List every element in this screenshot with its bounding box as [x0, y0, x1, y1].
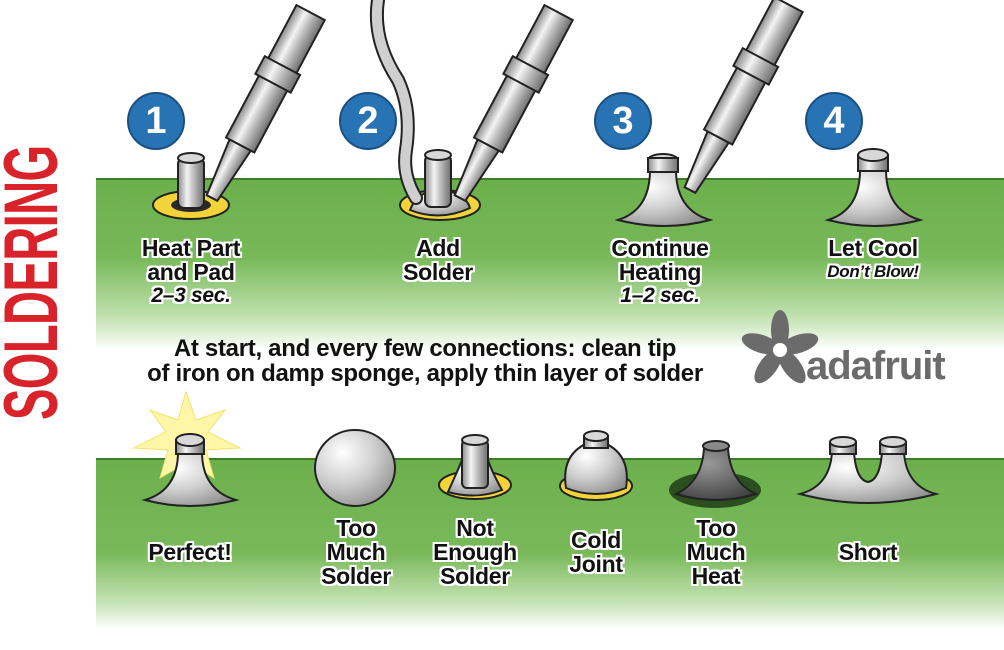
- step-3-duration: 1–2 sec.: [620, 284, 700, 307]
- step-2-caption: Add Solder: [338, 236, 538, 284]
- step2-illustration: [369, 0, 575, 221]
- step-4-caption: Let Cool Don’t Blow!: [773, 236, 973, 284]
- step-4-note: Don’t Blow!: [827, 262, 919, 281]
- brand-wordmark: adafruit: [806, 344, 946, 388]
- step1-illustration: [152, 3, 327, 220]
- example-perfect-label: Perfect!: [148, 539, 232, 565]
- example-too-much-solder-line1: Too: [336, 515, 376, 541]
- step-1-label-line1: Heat Part: [141, 235, 241, 261]
- step-1-duration: 2–3 sec.: [151, 284, 231, 307]
- example-too-much-solder: [314, 429, 396, 507]
- step-2-label-line1: Add: [416, 235, 460, 261]
- step-3-label-line1: Continue: [611, 235, 709, 261]
- example-cold-joint-line2: Joint: [569, 551, 623, 577]
- example-short-caption: Short: [768, 540, 968, 564]
- example-too-much-solder-line2: Much: [326, 539, 386, 565]
- example-not-enough-solder-line2: Enough: [433, 539, 517, 565]
- step-1-caption: Heat Part and Pad 2–3 sec.: [91, 236, 291, 308]
- example-not-enough-solder: [438, 434, 512, 500]
- component-lead: [424, 154, 452, 208]
- step-1-number-badge: 1: [127, 92, 185, 150]
- example-not-enough-solder-line1: Not: [456, 515, 494, 541]
- tip-line2: of iron on damp sponge, apply thin layer…: [147, 360, 703, 387]
- example-too-much-heat-caption: Too Much Heat: [616, 516, 816, 588]
- step-1-label-line2: and Pad: [147, 259, 235, 285]
- example-too-much-heat: [669, 440, 761, 508]
- component-lead: [177, 157, 205, 209]
- example-too-much-heat-line1: Too: [696, 515, 736, 541]
- example-short: [796, 436, 940, 504]
- example-too-much-solder-caption: Too Much Solder: [256, 516, 456, 588]
- example-not-enough-solder-line3: Solder: [440, 563, 510, 589]
- example-short-label: Short: [838, 539, 898, 565]
- example-cold-joint-line1: Cold: [571, 527, 621, 553]
- maintenance-tip: At start, and every few connections: cle…: [110, 336, 740, 386]
- example-cold-joint-caption: Cold Joint: [496, 528, 696, 576]
- example-cold-joint: [559, 430, 633, 501]
- step-2-label-line2: Solder: [403, 259, 473, 285]
- example-perfect: [132, 390, 242, 507]
- step-3-caption: Continue Heating 1–2 sec.: [560, 236, 760, 308]
- tip-line1: At start, and every few connections: cle…: [173, 335, 677, 362]
- step-4-label-line1: Let Cool: [828, 235, 918, 261]
- example-too-much-heat-line2: Much: [686, 539, 746, 565]
- step-3-number-badge: 3: [594, 92, 652, 150]
- example-not-enough-solder-caption: Not Enough Solder: [375, 516, 575, 588]
- example-perfect-caption: Perfect!: [90, 540, 290, 564]
- step-4-number-badge: 4: [805, 92, 863, 150]
- step3-illustration: [614, 0, 805, 227]
- soldering-iron-2: [453, 3, 575, 203]
- example-too-much-solder-line3: Solder: [321, 563, 391, 589]
- solder-cone: [824, 169, 924, 227]
- soldering-iron-1: [205, 3, 327, 203]
- step-3-label-line2: Heating: [618, 259, 702, 285]
- soldering-iron-3: [683, 0, 805, 195]
- example-too-much-heat-line3: Heat: [691, 563, 741, 589]
- step4-illustration: [824, 148, 924, 227]
- step-2-number-badge: 2: [339, 92, 397, 150]
- solder-cone: [614, 169, 714, 227]
- adafruit-flower-icon: [741, 310, 819, 384]
